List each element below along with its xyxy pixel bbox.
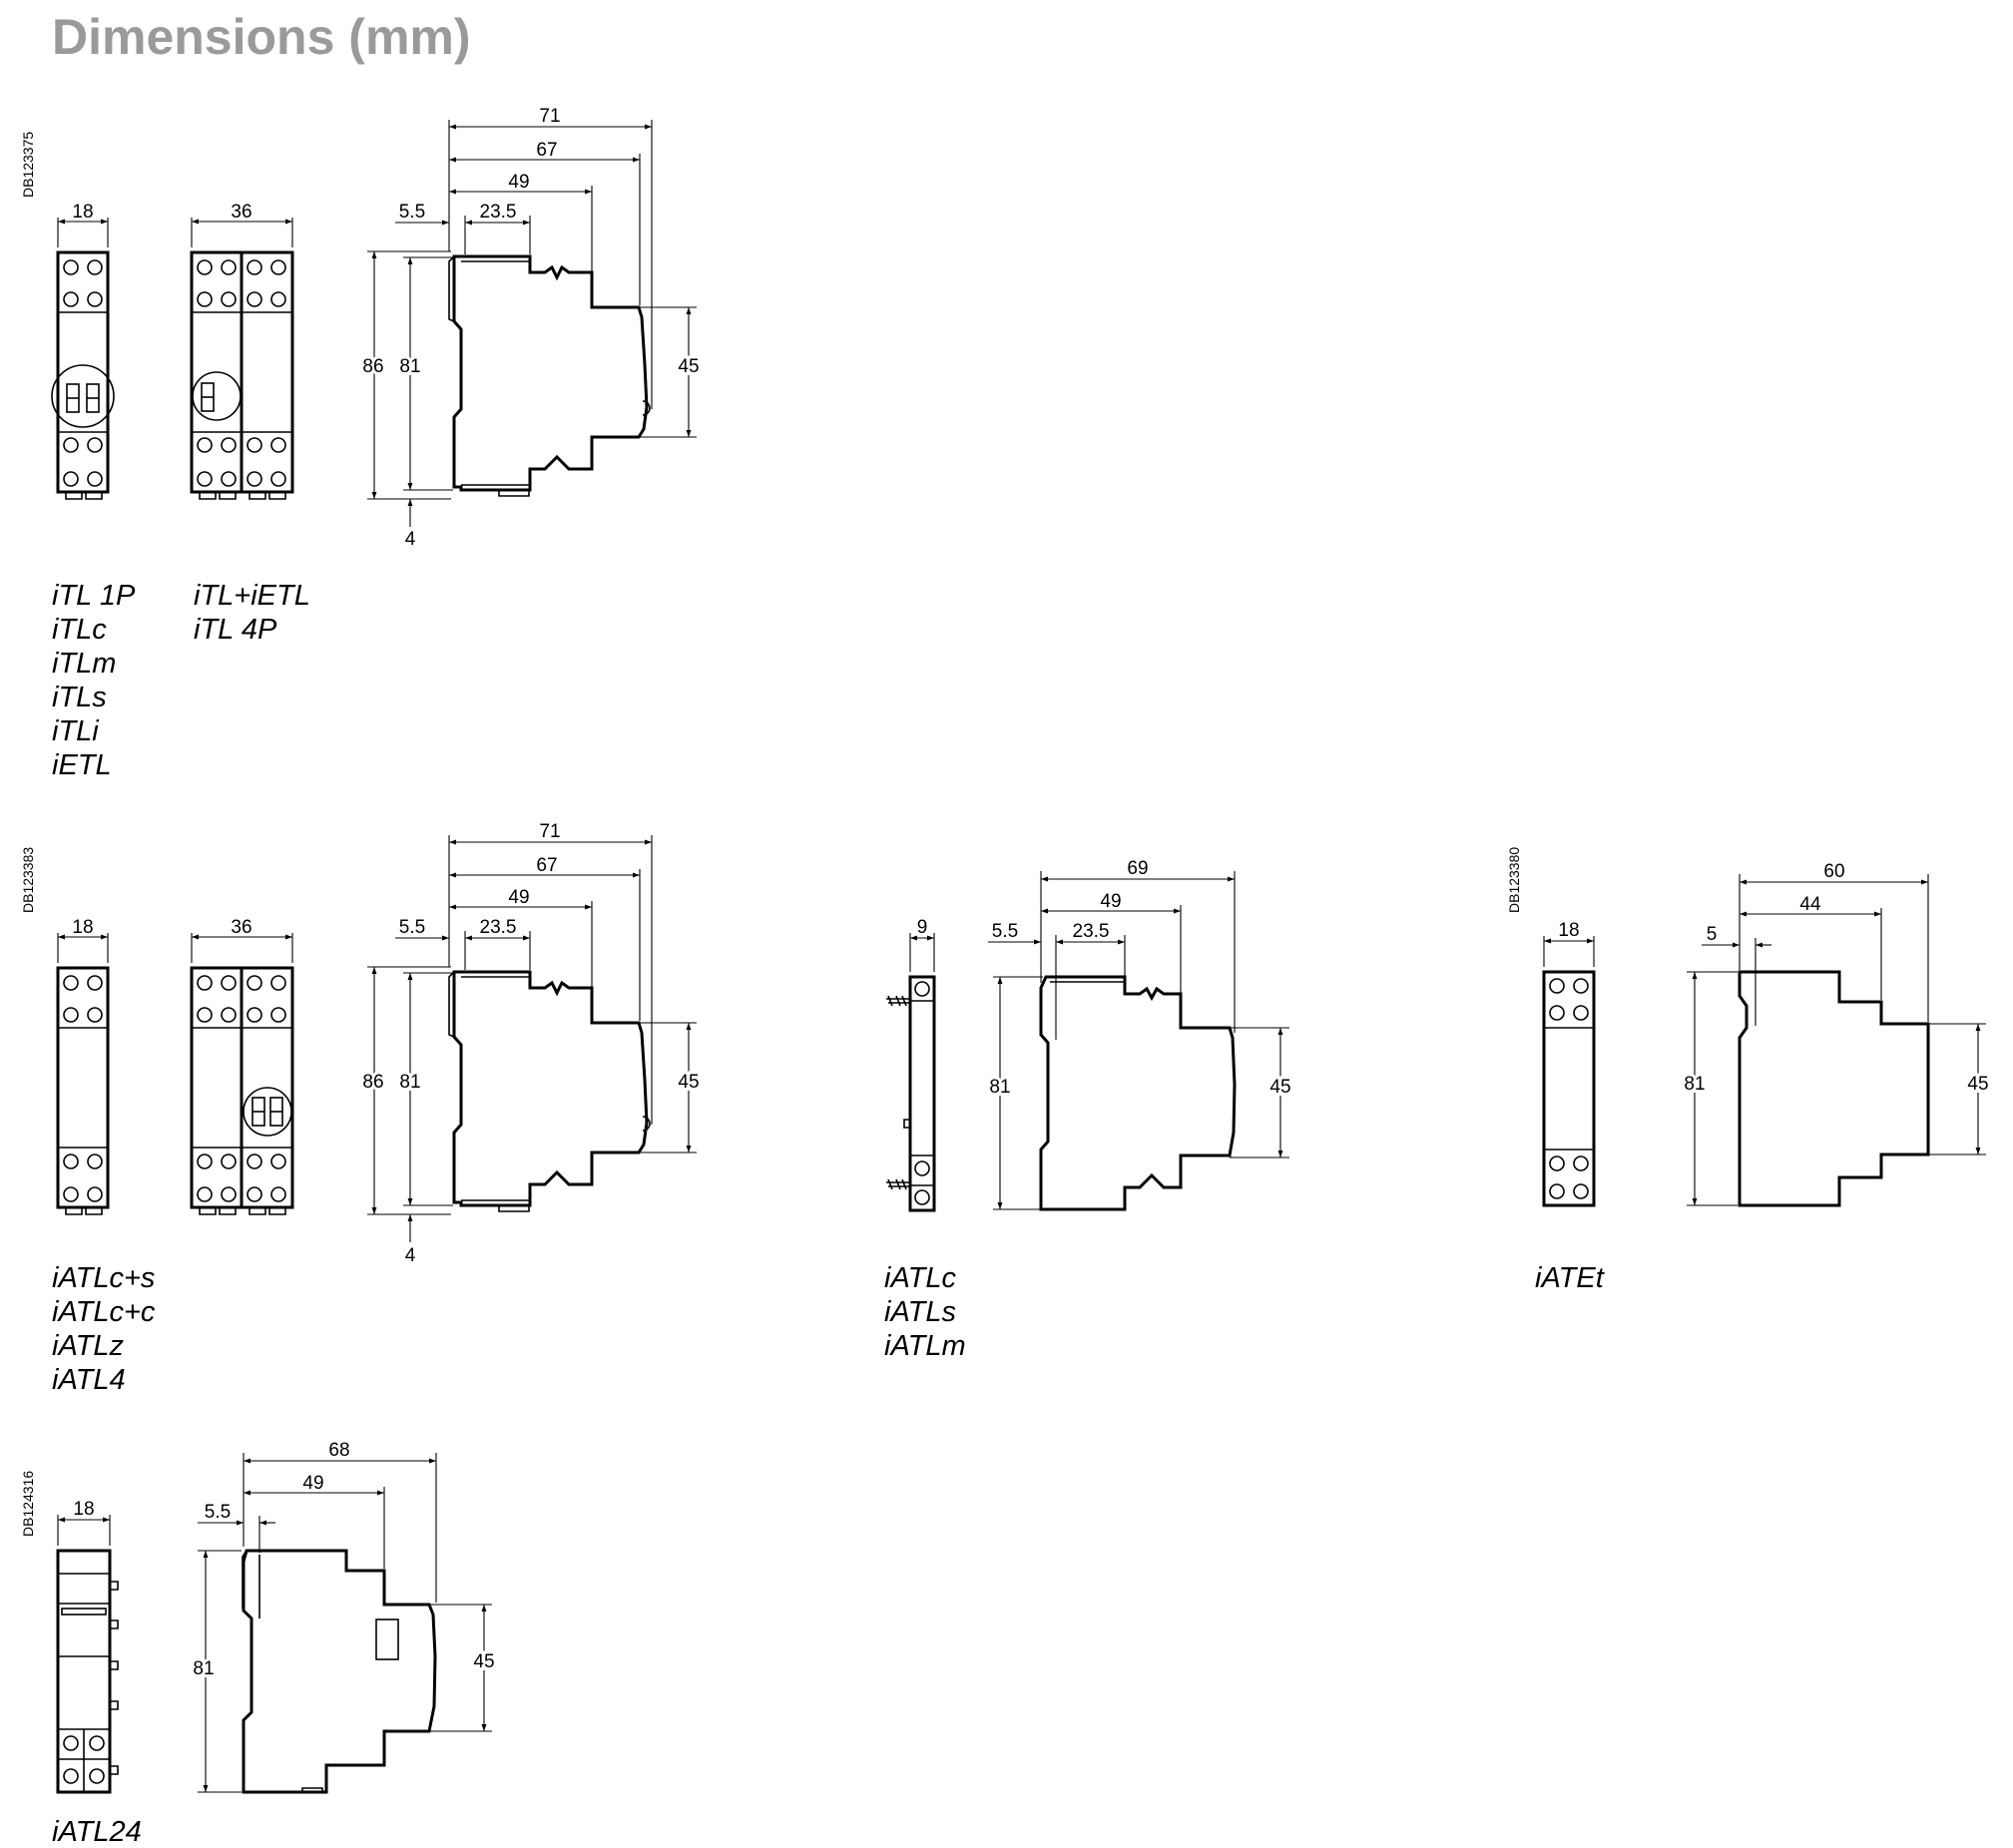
drawing-code: DB123380 <box>1506 847 1522 913</box>
model-name: iATLz <box>52 1330 124 1362</box>
model-name: iTLc <box>52 614 107 646</box>
drawing-code: DB123375 <box>20 132 36 198</box>
model-name: iATLs <box>884 1296 956 1328</box>
front-view-18 <box>56 966 110 1215</box>
side-view <box>1738 970 1930 1207</box>
page-title: Dimensions (mm) <box>52 9 471 65</box>
dim-label: 18 <box>1558 920 1579 941</box>
dim-label: 68 <box>328 1440 349 1461</box>
dim-label: 45 <box>1967 1074 1988 1095</box>
front-view-18 <box>1542 970 1596 1207</box>
model-name: iTL 4P <box>194 614 277 646</box>
model-list: iATLc iATLs iATLm <box>884 1262 966 1362</box>
front-view-36 <box>190 966 294 1215</box>
model-name: iATLm <box>884 1330 966 1362</box>
model-name: iTLi <box>52 715 100 747</box>
dim-label: 49 <box>508 172 529 193</box>
dim-label: 4 <box>405 529 416 550</box>
drawing-code: DB124316 <box>20 1471 36 1537</box>
dim-label: 49 <box>1100 891 1121 912</box>
dim-label: 81 <box>399 1072 420 1093</box>
dim-label: 23.5 <box>480 917 517 938</box>
side-view <box>242 1549 437 1794</box>
front-view-18 <box>56 1549 119 1794</box>
model-list: iATLc+s iATLc+c iATLz iATL4 <box>52 1262 156 1396</box>
dim-label: 5.5 <box>399 917 425 938</box>
dim-label: 60 <box>1823 861 1844 882</box>
dim-label: 45 <box>1269 1077 1290 1098</box>
dim-label: 81 <box>193 1658 214 1679</box>
side-view <box>448 254 651 497</box>
model-name: iATLc+s <box>52 1262 155 1294</box>
section-3: 9 69 49 5.5 23.5 81 <box>884 855 1294 1362</box>
dim-label: 36 <box>231 202 252 223</box>
dim-label: 18 <box>73 1499 94 1520</box>
dim-label: 81 <box>1684 1074 1705 1095</box>
model-name: iATEt <box>1535 1262 1606 1294</box>
dim-label: 5 <box>1707 924 1718 945</box>
dim-label: 44 <box>1799 894 1821 915</box>
front-view-36 <box>190 250 294 500</box>
front-view-18 <box>51 250 115 500</box>
dim-label: 45 <box>473 1651 494 1672</box>
section-2: 18 36 <box>52 818 703 1396</box>
model-name: iTL 1P <box>52 580 136 612</box>
dim-label: 4 <box>405 1245 416 1266</box>
dim-label: 45 <box>678 356 699 377</box>
dim-label: 67 <box>536 855 557 876</box>
model-name: iTL+iETL <box>194 580 310 612</box>
drawing-code: DB123383 <box>20 847 36 913</box>
dim-label: 49 <box>302 1473 323 1494</box>
model-name: iATLc+c <box>52 1296 156 1328</box>
dim-label: 69 <box>1127 858 1148 879</box>
model-name: iTLm <box>52 648 116 680</box>
section-5: 18 68 49 5.5 81 <box>52 1437 498 1848</box>
model-list: iTL 1P iTLc iTLm iTLs iTLi iETL <box>52 580 136 781</box>
dim-label: 9 <box>917 917 928 938</box>
model-name: iATLc <box>884 1262 956 1294</box>
dim-label: 5.5 <box>992 921 1018 942</box>
dim-label: 86 <box>362 356 383 377</box>
dim-label: 81 <box>399 356 420 377</box>
front-view-9 <box>886 975 936 1212</box>
model-name: iTLs <box>52 682 107 713</box>
dim-label: 45 <box>678 1072 699 1093</box>
dim-label: 71 <box>539 821 560 842</box>
dim-label: 81 <box>989 1077 1010 1098</box>
dim-label: 18 <box>72 917 93 938</box>
section-1: 18 36 <box>51 103 703 781</box>
dim-label: 23.5 <box>1073 921 1110 942</box>
dim-label: 23.5 <box>480 202 517 223</box>
dim-label: 36 <box>231 917 252 938</box>
model-list: iTL+iETL iTL 4P <box>194 580 310 646</box>
dim-label: 18 <box>72 202 93 223</box>
dim-label: 5.5 <box>205 1502 231 1523</box>
side-view <box>1039 975 1237 1211</box>
dim-label: 71 <box>539 106 560 127</box>
dim-label: 67 <box>536 140 557 161</box>
dim-label: 5.5 <box>399 202 425 223</box>
dim-label: 86 <box>362 1072 383 1093</box>
side-view <box>448 970 651 1212</box>
section-4: 18 60 44 5 81 45 iATEt <box>1535 858 1992 1294</box>
dim-label: 49 <box>508 887 529 908</box>
model-name: iETL <box>52 749 112 781</box>
model-name: iATL4 <box>52 1364 126 1396</box>
model-name: iATL24 <box>52 1816 142 1848</box>
